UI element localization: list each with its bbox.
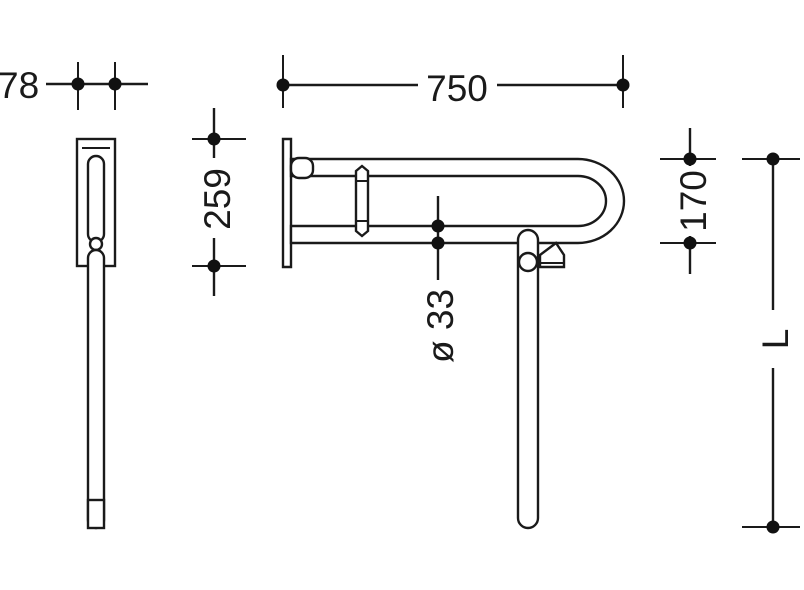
dim-78-label: 78 bbox=[0, 65, 39, 106]
dim-259-dot-top bbox=[207, 132, 221, 146]
side-support-leg bbox=[86, 248, 106, 530]
dim-78-dot-right bbox=[108, 77, 122, 91]
dimension-spacing: 170 bbox=[660, 128, 716, 274]
dimension-height: 259 bbox=[192, 108, 246, 296]
leg-pivot bbox=[517, 251, 539, 273]
dim-33-dot-top bbox=[431, 219, 445, 233]
front-view bbox=[281, 137, 626, 530]
dim-259-dot-bottom bbox=[207, 259, 221, 273]
dim-750-dot-left bbox=[276, 78, 290, 92]
front-support-leg bbox=[516, 228, 540, 530]
dim-l-dot-top bbox=[766, 152, 780, 166]
dim-170-label-bg bbox=[674, 166, 710, 236]
dim-750-label: 750 bbox=[426, 68, 488, 109]
side-leg-foot bbox=[86, 498, 106, 530]
dim-78-dot-left bbox=[71, 77, 85, 91]
side-joint bbox=[88, 236, 104, 252]
dimension-leg: L bbox=[742, 152, 800, 534]
dim-170-label: 170 bbox=[673, 170, 714, 232]
dim-259-label-bg bbox=[196, 158, 234, 238]
side-view bbox=[75, 137, 117, 530]
dim-l-dot-bottom bbox=[766, 520, 780, 534]
dimension-length: 750 bbox=[276, 55, 630, 109]
dimension-diameter: ø 33 bbox=[420, 196, 461, 363]
dim-170-dot-top bbox=[683, 152, 697, 166]
hex-grip bbox=[354, 164, 370, 238]
front-wall-plate bbox=[281, 137, 293, 269]
u-rail bbox=[289, 157, 626, 245]
side-rail-upper bbox=[86, 154, 106, 244]
rail-end-cap bbox=[289, 156, 315, 180]
dim-259-label: 259 bbox=[197, 168, 238, 230]
dim-750-dot-right bbox=[616, 78, 630, 92]
dim-170-dot-bottom bbox=[683, 236, 697, 250]
hinge-lock bbox=[538, 241, 566, 269]
dim-33-label: ø 33 bbox=[420, 289, 461, 363]
dim-33-dot-bottom bbox=[431, 236, 445, 250]
dimension-wall-depth: 78 bbox=[0, 62, 148, 110]
dim-l-label: L bbox=[755, 329, 796, 350]
